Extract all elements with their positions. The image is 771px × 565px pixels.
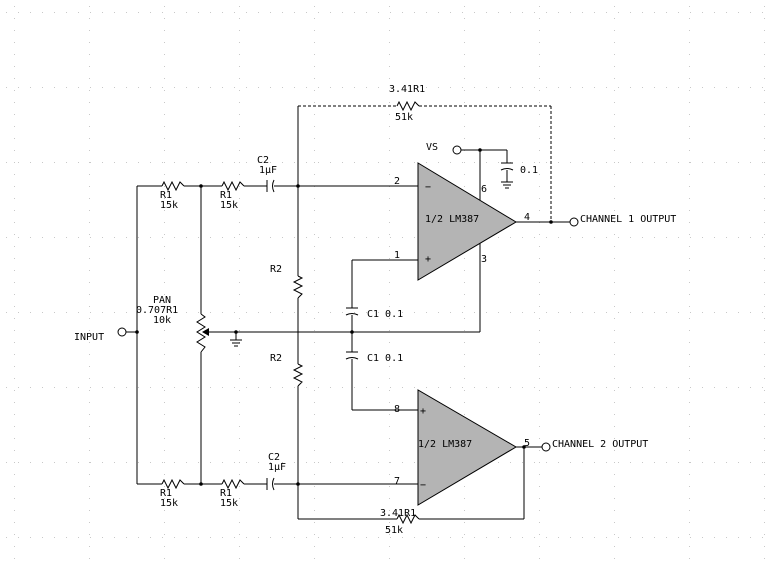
ground-icon-vs (501, 181, 513, 189)
amp-1-minus: − (425, 182, 431, 193)
c2-bottom-label: C2 (268, 452, 280, 463)
resistor-r1-bottom-b (221, 478, 245, 490)
r2-top-label: R2 (270, 264, 282, 275)
capacitor-c1-top (345, 307, 359, 316)
r1-top-b-value: 15k (220, 200, 238, 211)
input-label: INPUT (74, 332, 104, 343)
capacitor-bypass (500, 162, 514, 171)
r1-top-b-label: R1 (220, 190, 232, 201)
pin-7-label: 7 (394, 476, 400, 487)
amp-2-minus: − (420, 480, 426, 491)
r1-bottom-a-label: R1 (160, 488, 172, 499)
capacitor-c1-bottom (345, 351, 359, 360)
feedback-bottom-ratio: 3.41R1 (380, 508, 416, 519)
bypass-cap-label: 0.1 (520, 165, 538, 176)
r2-bottom-label: R2 (270, 353, 282, 364)
resistor-r1-top-b (221, 180, 245, 192)
pan-wiper-arrow-icon (202, 328, 209, 336)
resistor-feedback-top (396, 100, 420, 112)
amp-1-label: 1/2 LM387 (425, 214, 479, 225)
amp-2-plus: + (420, 406, 426, 417)
r1-bottom-b-value: 15k (220, 498, 238, 509)
pan-potentiometer (196, 313, 206, 353)
pin-2-label: 2 (394, 176, 400, 187)
junction-dots (135, 148, 553, 486)
op-amp-channel-1 (417, 162, 517, 281)
c2-bottom-value: 1µF (268, 462, 286, 473)
ground-icon (230, 339, 242, 347)
resistor-r1-bottom-a (161, 478, 185, 490)
channel-2-output-label: CHANNEL 2 OUTPUT (552, 439, 648, 450)
resistor-r1-top-a (161, 180, 185, 192)
pin-5-label: 5 (524, 438, 530, 449)
capacitor-c2-bottom (266, 477, 275, 491)
pin-1-label: 1 (394, 250, 400, 261)
channel-1-output-label: CHANNEL 1 OUTPUT (580, 214, 676, 225)
r1-bottom-a-value: 15k (160, 498, 178, 509)
c1-top-label: C1 0.1 (367, 309, 403, 320)
feedback-top-value: 51k (395, 112, 413, 123)
amp-1-plus: + (425, 254, 431, 265)
pin-8-label: 8 (394, 404, 400, 415)
c2-top-label: C2 (257, 155, 269, 166)
r1-bottom-b-label: R1 (220, 488, 232, 499)
r1-top-a-value: 15k (160, 200, 178, 211)
wires (126, 105, 570, 520)
background-grid (6, 6, 765, 559)
pin-6-label: 6 (481, 184, 487, 195)
vs-label: VS (426, 142, 438, 153)
feedback-top-ratio: 3.41R1 (389, 84, 425, 95)
resistor-r2-top (292, 275, 304, 299)
pin-4-label: 4 (524, 212, 530, 223)
pan-label: PAN (153, 295, 171, 306)
resistor-feedback-bottom (396, 513, 420, 525)
c1-bottom-label: C1 0.1 (367, 353, 403, 364)
capacitor-c2-top (266, 179, 275, 193)
amp-2-label: 1/2 LM387 (418, 439, 472, 450)
r1-top-a-label: R1 (160, 190, 172, 201)
c2-top-value: 1µF (259, 165, 277, 176)
pan-ratio-label: 0.707R1 (136, 305, 178, 316)
pan-value-label: 10k (153, 315, 171, 326)
channel-2-output-terminal (541, 442, 551, 452)
input-terminal (117, 327, 127, 337)
op-amp-channel-2 (417, 389, 517, 506)
feedback-bottom-value: 51k (385, 525, 403, 536)
resistor-r2-bottom (292, 363, 304, 387)
channel-1-output-terminal (569, 217, 579, 227)
vs-terminal (452, 145, 462, 155)
pin-3-label: 3 (481, 254, 487, 265)
